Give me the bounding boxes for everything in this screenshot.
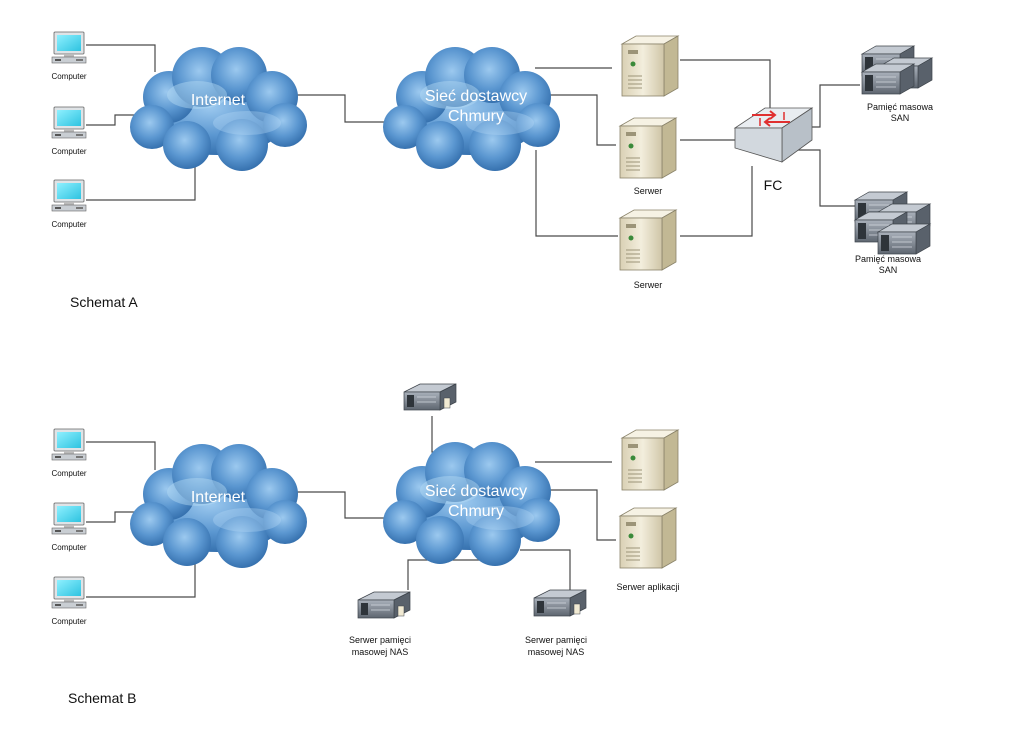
server-label: Serwer [634, 186, 663, 196]
provider-label-line-2: Chmury [448, 108, 504, 125]
storage-label-line-1: Pamięć masowa [867, 102, 933, 112]
storage-rack-icon [854, 191, 931, 255]
nas-label-line-1: Serwer pamięci [349, 635, 411, 645]
server-a-bottom: Serwer [619, 209, 677, 290]
computer-icon [51, 576, 87, 609]
computer-label: Computer [51, 617, 86, 626]
storage-label-line-2: SAN [879, 265, 898, 275]
computer-label: Computer [51, 469, 86, 478]
san-storage-top: Pamięć masowa SAN [861, 45, 933, 123]
connections-a [86, 44, 860, 237]
provider-cloud-a: Sieć dostawcy Chmury [383, 47, 560, 171]
cloud-icon [130, 444, 307, 568]
internet-label: Internet [191, 489, 246, 506]
nas-top [403, 383, 457, 411]
schemat-b: Computer Computer Computer Internet Sieć… [51, 383, 680, 706]
computer-a-3: Computer [51, 179, 87, 229]
server-label: Serwer [634, 280, 663, 290]
server-a-mid: Serwer [619, 117, 677, 196]
cloud-icon [130, 47, 307, 171]
computer-a-2: Computer [51, 106, 87, 156]
computer-icon [51, 31, 87, 64]
nas-left: Serwer pamięci masowej NAS [349, 591, 411, 657]
server-icon [621, 35, 679, 97]
nas-right: Serwer pamięci masowej NAS [525, 589, 587, 657]
computer-label: Computer [51, 220, 86, 229]
computer-label: Computer [51, 72, 86, 81]
nas-label-line-1: Serwer pamięci [525, 635, 587, 645]
storage-rack-icon [861, 45, 933, 95]
server-icon [621, 429, 679, 491]
provider-label-line-2: Chmury [448, 503, 504, 520]
nas-icon [533, 589, 587, 617]
computer-label: Computer [51, 147, 86, 156]
provider-label-line-1: Sieć dostawcy [425, 88, 527, 105]
computer-b-3: Computer [51, 576, 87, 626]
nas-icon [357, 591, 411, 619]
computer-label: Computer [51, 543, 86, 552]
internet-cloud-a: Internet [130, 47, 307, 171]
internet-cloud-b: Internet [130, 444, 307, 568]
schemat-a-caption: Schemat A [70, 294, 138, 310]
schemat-b-caption: Schemat B [68, 690, 136, 706]
server-icon [619, 117, 677, 179]
schemat-a: Computer Computer Computer Internet Sieć… [51, 31, 933, 310]
computer-icon [51, 502, 87, 535]
computer-icon [51, 179, 87, 212]
fc-switch: FC [733, 107, 814, 193]
computer-icon [51, 106, 87, 139]
fc-label: FC [764, 177, 783, 193]
switch-icon [733, 107, 814, 163]
internet-label: Internet [191, 92, 246, 109]
computer-b-2: Computer [51, 502, 87, 552]
provider-cloud-b: Sieć dostawcy Chmury [383, 442, 560, 566]
nas-label-line-2: masowej NAS [528, 647, 585, 657]
app-server-label: Serwer aplikacji [616, 582, 679, 592]
storage-label-line-2: SAN [891, 113, 910, 123]
app-server-bottom: Serwer aplikacji [616, 507, 680, 592]
nas-icon [403, 383, 457, 411]
server-icon [619, 507, 677, 569]
storage-label-line-1: Pamięć masowa [855, 254, 921, 264]
server-icon [619, 209, 677, 271]
computer-b-1: Computer [51, 428, 87, 478]
san-storage-bottom: Pamięć masowa SAN [854, 191, 931, 275]
app-server-top [621, 429, 679, 491]
server-a-top [621, 35, 679, 97]
computer-icon [51, 428, 87, 461]
nas-label-line-2: masowej NAS [352, 647, 409, 657]
provider-label-line-1: Sieć dostawcy [425, 483, 527, 500]
computer-a-1: Computer [51, 31, 87, 81]
